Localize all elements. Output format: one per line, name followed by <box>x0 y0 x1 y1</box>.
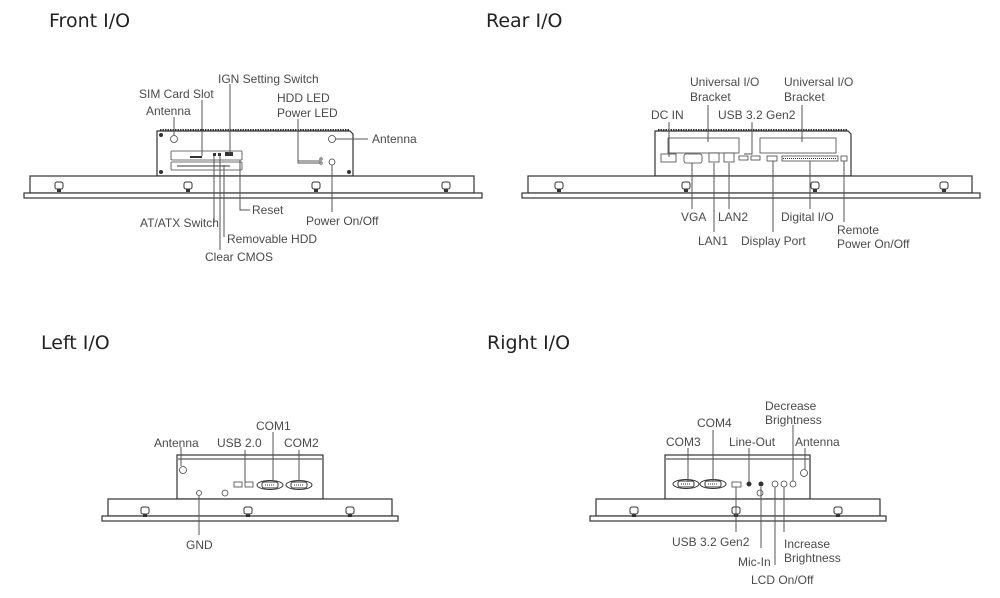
universal-io-bracket-2 <box>759 137 837 154</box>
display-port <box>766 155 778 162</box>
label-antenna-left: Antenna <box>146 104 191 118</box>
lcd-onoff-button <box>771 480 779 488</box>
label-at-atx-switch: AT/ATX Switch <box>140 216 219 230</box>
label-removable-hdd: Removable HDD <box>227 232 317 246</box>
left-io-title: Left I/O <box>41 332 110 354</box>
label-usb-2-0: USB 2.0 <box>217 436 262 450</box>
usb-2-port <box>244 481 254 488</box>
decrease-brightness-button <box>789 480 797 488</box>
front-panel-frame <box>29 175 475 194</box>
label-hdd-led: HDD LED <box>277 91 330 105</box>
label-usb-3-2-gen2: USB 3.2 Gen2 <box>718 108 796 122</box>
label-line-out: Line-Out <box>729 435 776 449</box>
right-io-diagram: Decrease Brightness COM4 COM3 Line-Out A… <box>589 399 887 587</box>
power-button <box>328 158 336 166</box>
front-io-diagram: IGN Setting Switch SIM Card Slot Antenna… <box>23 72 483 264</box>
right-io-title: Right I/O <box>487 332 571 354</box>
label-lan2: LAN2 <box>718 210 748 224</box>
sim-panel <box>170 150 243 161</box>
label-clear-cmos: Clear CMOS <box>205 250 273 264</box>
label-com2: COM2 <box>284 436 319 450</box>
rear-io-title: Rear I/O <box>486 10 563 32</box>
usb-3-port <box>731 481 742 488</box>
label-power-led: Power LED <box>277 106 338 120</box>
label-ign-setting-switch: IGN Setting Switch <box>218 72 319 86</box>
label-universal-io-1a: Universal I/O <box>690 75 759 89</box>
usb-port <box>738 155 749 161</box>
rear-io-diagram: Universal I/O Bracket Universal I/O Brac… <box>521 75 981 251</box>
antenna-connector <box>328 135 336 143</box>
line-out-jack <box>746 481 752 487</box>
antenna-connector <box>170 135 178 143</box>
label-digital-io: Digital I/O <box>781 210 834 224</box>
universal-io-bracket-1 <box>667 137 740 154</box>
label-mic-in: Mic-In <box>738 555 771 569</box>
label-reset: Reset <box>252 203 284 217</box>
label-universal-io-2b: Bracket <box>784 90 825 104</box>
label-lan1: LAN1 <box>698 234 728 248</box>
label-usb-3-2-gen2: USB 3.2 Gen2 <box>672 535 750 549</box>
usb-2-port <box>233 481 243 488</box>
label-universal-io-1b: Bracket <box>690 90 731 104</box>
label-vga: VGA <box>681 210 706 224</box>
label-remote-a: Remote <box>837 223 879 237</box>
rear-panel-frame <box>527 175 973 194</box>
front-io-title: Front I/O <box>49 10 131 32</box>
label-sim-card-slot: SIM Card Slot <box>139 87 214 101</box>
remote-power-port <box>840 155 848 162</box>
lan1-port <box>708 152 720 163</box>
antenna-connector <box>800 469 808 477</box>
antenna-connector <box>179 466 187 474</box>
usb-port <box>750 155 761 161</box>
label-increase-a: Increase <box>784 537 830 551</box>
gnd-screw <box>196 490 202 496</box>
increase-brightness-button <box>780 480 788 488</box>
lan2-port <box>723 152 735 163</box>
label-dc-in: DC IN <box>651 108 684 122</box>
label-power-onoff: Power On/Off <box>306 214 379 228</box>
label-gnd: GND <box>186 538 213 552</box>
label-remote-b: Power On/Off <box>837 237 910 251</box>
label-com4: COM4 <box>697 416 732 430</box>
label-antenna: Antenna <box>795 435 840 449</box>
label-antenna: Antenna <box>154 436 199 450</box>
label-decrease-b: Brightness <box>765 413 822 427</box>
label-decrease-a: Decrease <box>765 399 817 413</box>
label-com1: COM1 <box>256 419 291 433</box>
label-com3: COM3 <box>666 435 701 449</box>
left-io-diagram: COM1 Antenna USB 2.0 COM2 GND <box>101 419 399 552</box>
mic-in-jack <box>758 481 764 487</box>
label-antenna-right: Antenna <box>372 132 417 146</box>
right-chassis <box>664 454 811 500</box>
label-universal-io-2a: Universal I/O <box>784 75 853 89</box>
vga-port <box>683 153 703 164</box>
label-increase-b: Brightness <box>784 551 841 565</box>
label-lcd-onoff: LCD On/Off <box>751 573 814 587</box>
label-display-port: Display Port <box>741 234 806 248</box>
